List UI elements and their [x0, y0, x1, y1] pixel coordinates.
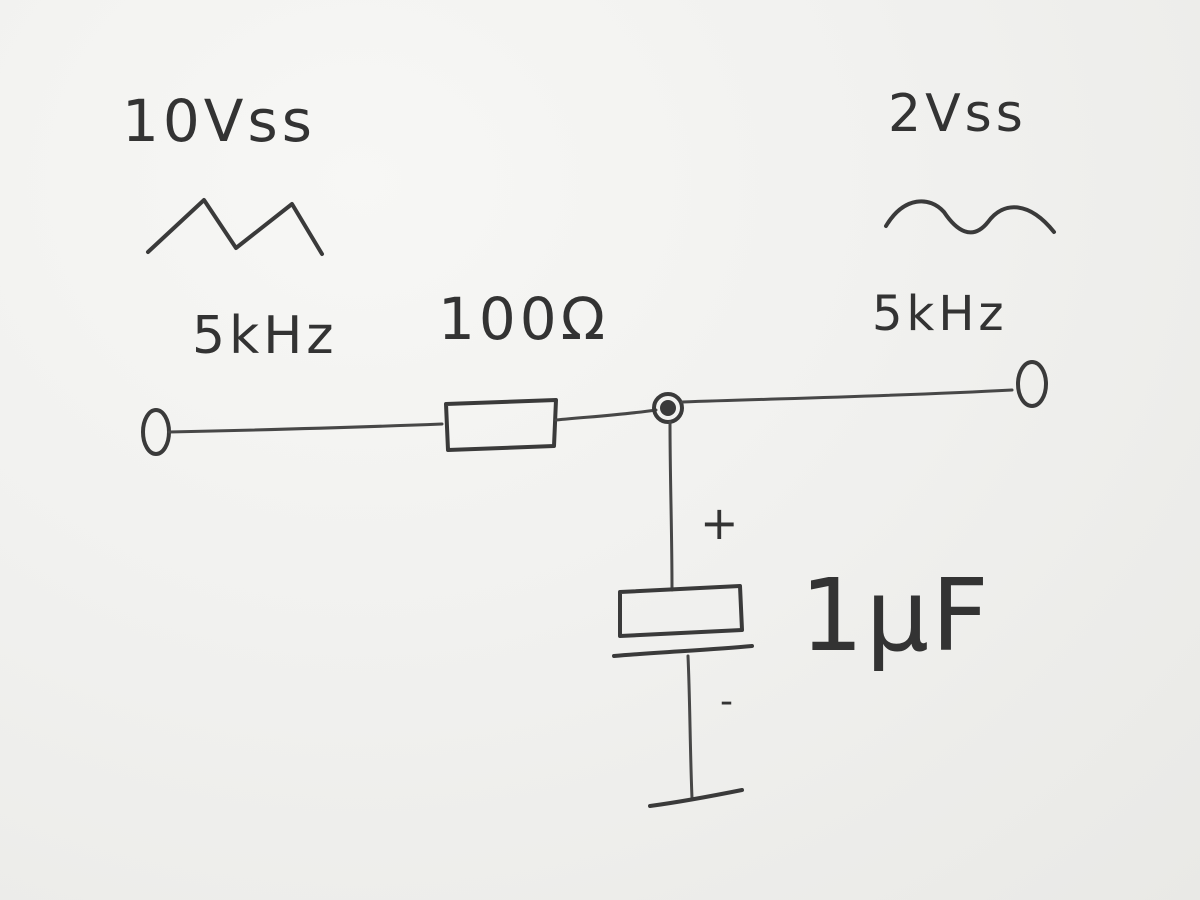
triangle-wave-icon	[146, 198, 324, 256]
output-wire	[680, 388, 1014, 404]
capacitor-to-ground-wire	[686, 654, 694, 800]
capacitor-negative-plate	[612, 644, 754, 658]
output-terminal	[1016, 360, 1048, 408]
capacitor-value-label: 1µF	[800, 557, 991, 674]
output-frequency-label: 5kHz	[872, 286, 1008, 342]
input-frequency-label: 5kHz	[192, 306, 338, 366]
input-wire	[167, 422, 444, 434]
capacitor-negative-label: -	[720, 681, 733, 722]
resistor-to-junction-wire	[554, 408, 658, 422]
input-amplitude-label: 10Vss	[122, 87, 316, 155]
junction-to-capacitor-wire	[668, 420, 674, 592]
junction-node	[652, 392, 684, 424]
input-terminal	[141, 408, 171, 456]
output-amplitude-label: 2Vss	[888, 84, 1027, 144]
capacitor-positive-label: +	[700, 496, 739, 550]
resistor-symbol	[444, 398, 558, 452]
junction-node-fill	[660, 400, 676, 416]
ground-symbol	[648, 788, 744, 808]
resistor-value-label: 100Ω	[438, 285, 610, 353]
sine-wave-icon	[884, 199, 1056, 235]
capacitor-positive-plate	[618, 584, 744, 638]
